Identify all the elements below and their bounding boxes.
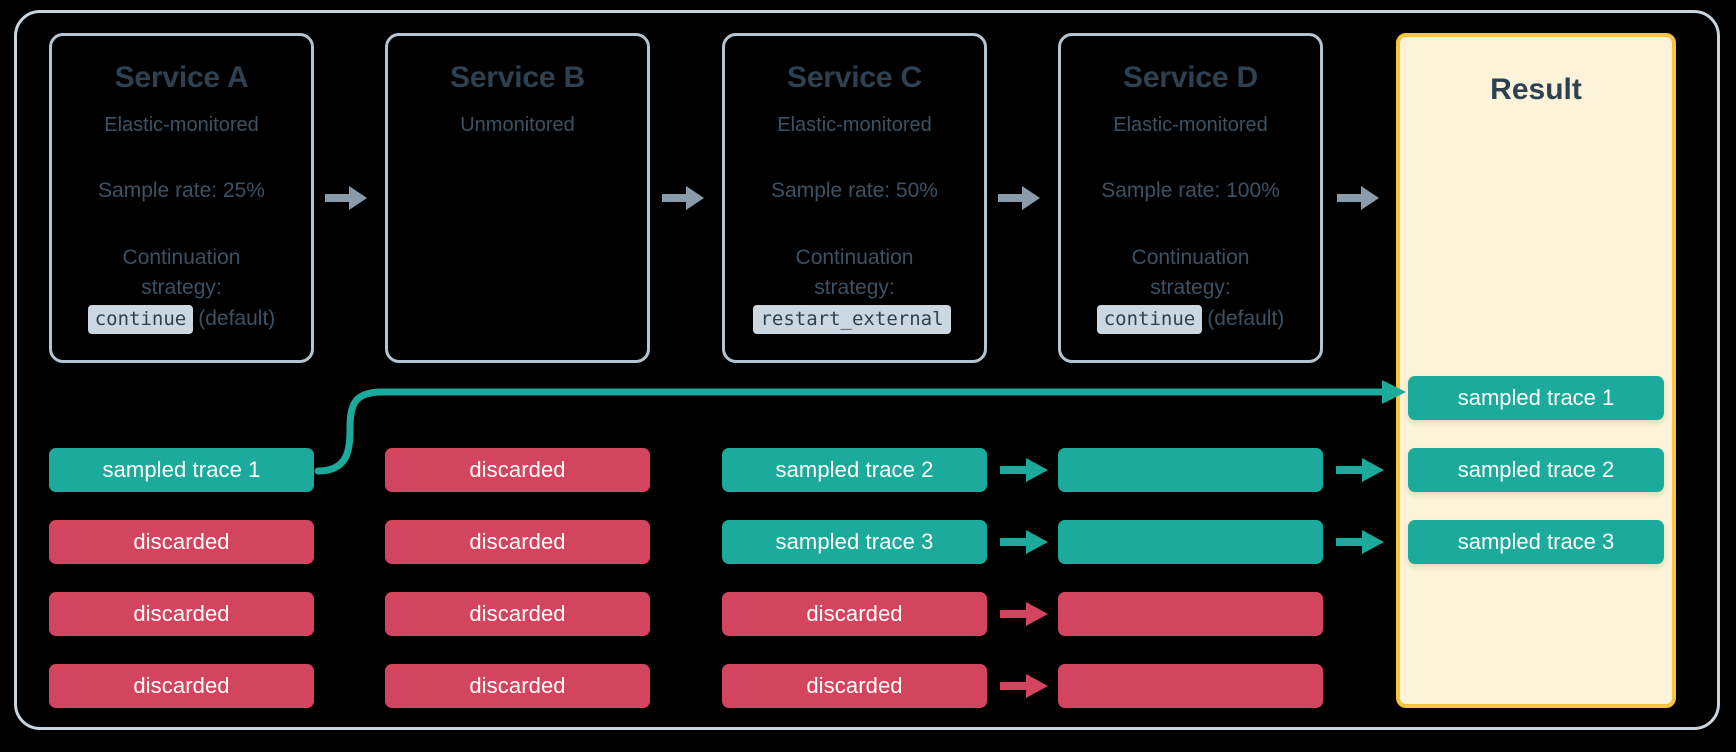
trace-d-4	[1058, 664, 1323, 708]
trace-b-3-label: discarded	[469, 601, 566, 626]
service-a-strategy-label: Continuation strategy:	[52, 243, 311, 303]
service-box-a: Service A Elastic-monitored Sample rate:…	[49, 33, 314, 363]
service-d-strategy-label-text: Continuation strategy:	[1131, 246, 1250, 299]
trace-b-1: discarded	[385, 448, 650, 492]
trace-c-2-label: sampled trace 3	[775, 529, 934, 554]
service-d-strategy-code: continue	[1096, 305, 1203, 334]
trace-a-3: discarded	[49, 592, 314, 636]
arrow-b-to-c-icon	[662, 185, 704, 211]
result-item-2: sampled trace 2	[1408, 448, 1664, 492]
service-a-strategy-code: continue	[87, 305, 194, 334]
trace-b-3: discarded	[385, 592, 650, 636]
trace-c-3-label: discarded	[806, 601, 903, 626]
service-c-strategy-code: restart_external	[753, 305, 951, 334]
service-d-sample-rate: Sample rate: 100%	[1101, 179, 1280, 202]
service-box-d: Service D Elastic-monitored Sample rate:…	[1058, 33, 1323, 363]
result-title: Result	[1490, 73, 1582, 106]
result-item-3-label: sampled trace 3	[1457, 529, 1615, 554]
trace-arrow-c1-to-d1-icon	[1000, 458, 1048, 482]
trace-d-2	[1058, 520, 1323, 564]
service-a-monitoring: Elastic-monitored	[104, 114, 259, 136]
trace-b-1-label: discarded	[469, 457, 566, 482]
service-a-sample-rate: Sample rate: 25%	[98, 179, 265, 202]
service-b-title: Service B	[450, 61, 585, 94]
service-b-monitoring: Unmonitored	[460, 114, 575, 136]
trace-c-2: sampled trace 3	[722, 520, 987, 564]
trace-c-1-label: sampled trace 2	[775, 457, 934, 482]
trace-d-3	[1058, 592, 1323, 636]
result-item-3: sampled trace 3	[1408, 520, 1664, 564]
trace-c-1: sampled trace 2	[722, 448, 987, 492]
service-d-strategy-label: Continuation strategy:	[1061, 243, 1320, 303]
trace-b-2-label: discarded	[469, 529, 566, 554]
service-box-c: Service C Elastic-monitored Sample rate:…	[722, 33, 987, 363]
trace-a-4: discarded	[49, 664, 314, 708]
result-panel: Result	[1396, 33, 1676, 708]
trace-a-1: sampled trace 1	[49, 448, 314, 492]
service-c-strategy-value-row: restart_external	[725, 305, 984, 334]
trace-a-2: discarded	[49, 520, 314, 564]
service-c-monitoring: Elastic-monitored	[777, 114, 932, 136]
service-c-strategy-label: Continuation strategy:	[725, 243, 984, 303]
service-c-title: Service C	[787, 61, 922, 94]
trace-c-4-label: discarded	[806, 673, 903, 698]
trace-b-2: discarded	[385, 520, 650, 564]
service-d-strategy-value-row: continue(default)	[1061, 305, 1320, 334]
result-item-2-label: sampled trace 2	[1457, 457, 1615, 482]
service-d-title: Service D	[1123, 61, 1258, 94]
trace-b-4-label: discarded	[469, 673, 566, 698]
trace-arrow-d2-to-result3-icon	[1336, 530, 1384, 554]
trace-c-4: discarded	[722, 664, 987, 708]
trace-arrow-d1-to-result2-icon	[1336, 458, 1384, 482]
result-item-1: sampled trace 1	[1408, 376, 1664, 420]
service-a-strategy-value-row: continue(default)	[52, 305, 311, 334]
trace-a-1-label: sampled trace 1	[102, 457, 261, 482]
service-a-strategy-note: (default)	[198, 307, 276, 330]
trace-arrow-c4-to-d4-icon	[1000, 674, 1048, 698]
trace-c-3: discarded	[722, 592, 987, 636]
service-box-b: Service B Unmonitored	[385, 33, 650, 363]
trace-a-4-label: discarded	[133, 673, 230, 698]
diagram-outer-frame	[14, 10, 1720, 730]
service-c-sample-rate: Sample rate: 50%	[771, 179, 938, 202]
arrow-d-to-result-icon	[1337, 185, 1379, 211]
trace-a-2-label: discarded	[133, 529, 230, 554]
service-c-strategy-label-text: Continuation strategy:	[795, 246, 914, 299]
arrow-a-to-b-icon	[325, 185, 367, 211]
trace-a-3-label: discarded	[133, 601, 230, 626]
service-a-title: Service A	[114, 61, 249, 94]
trace-d-1	[1058, 448, 1323, 492]
trace-arrow-c3-to-d3-icon	[1000, 602, 1048, 626]
service-d-strategy-note: (default)	[1207, 307, 1285, 330]
arrow-c-to-d-icon	[998, 185, 1040, 211]
trace-arrow-c2-to-d2-icon	[1000, 530, 1048, 554]
trace-b-4: discarded	[385, 664, 650, 708]
service-a-strategy-label-text: Continuation strategy:	[122, 246, 241, 299]
result-item-1-label: sampled trace 1	[1457, 385, 1615, 410]
service-d-monitoring: Elastic-monitored	[1113, 114, 1268, 136]
